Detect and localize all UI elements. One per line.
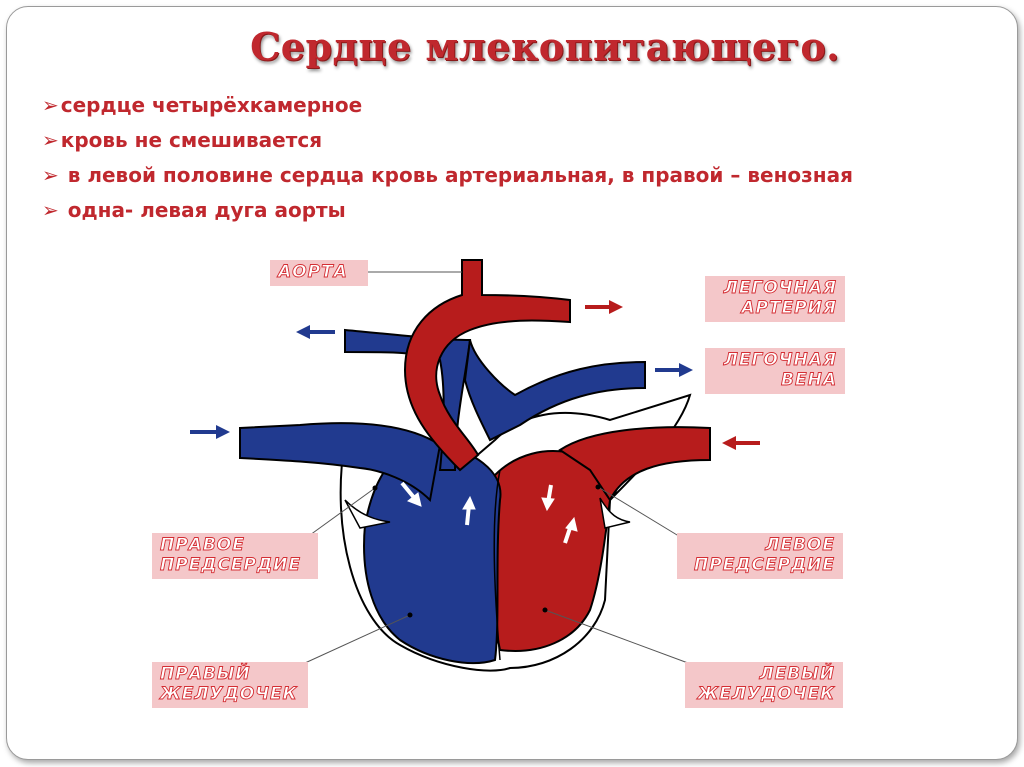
label-text: ПРАВОЕ [160,535,245,556]
label-text: ПРАВЫЙ [160,664,251,685]
flow-arrow-icon [541,484,555,512]
arrow-left-icon [722,436,760,450]
aorta-arch [403,259,571,472]
flow-arrow-icon [563,516,578,544]
label-text: ЛЕГОЧНАЯ [723,278,837,299]
bullet-item: ➢кровь не смешивается [42,123,853,158]
arrow-bullet-icon: ➢ [42,163,59,187]
bullet-text: кровь не смешивается [60,128,323,152]
label-left-ventricle: ЛЕВЫЙ ЖЕЛУДОЧЕК [685,662,843,708]
label-text: ЖЕЛУДОЧЕК [697,684,835,705]
bullet-list: ➢сердце четырёхкамерное ➢кровь не смешив… [42,88,853,228]
bullet-item: ➢ одна- левая дуга аорты [42,193,853,228]
flow-arrow-icon [400,481,422,507]
label-text: АОРТА [278,262,348,283]
label-right-atrium: ПРАВОЕ ПРЕДСЕРДИЕ [152,533,318,579]
septum-line [493,469,501,661]
bullet-text: сердце четырёхкамерное [60,93,363,117]
arrow-right-icon [585,300,623,314]
leader-lines [304,271,689,664]
bullet-text: одна- левая дуга аорты [60,198,346,222]
label-text: ЛЕВЫЙ [759,664,835,685]
arrow-right-icon [190,425,230,439]
pulmonary-vein-right [558,426,711,502]
label-pulmonary-vein: ЛЕГОЧНАЯ ВЕНА [705,348,845,394]
arrow-bullet-icon: ➢ [42,93,59,117]
label-right-ventricle: ПРАВЫЙ ЖЕЛУДОЧЕК [152,662,308,708]
pulmonary-artery-right-branch [463,339,646,442]
label-text: ЛЕГОЧНАЯ [723,350,837,371]
leader-dots [372,484,601,618]
heart-diagram [190,259,760,672]
label-aorta: АОРТА [270,260,368,286]
label-text: ЛЕВОЕ [765,535,835,556]
vena-cava-left [239,422,442,503]
bullet-item: ➢ в левой половине сердца кровь артериал… [42,158,853,193]
label-text: АРТЕРИЯ [741,298,837,319]
arrow-left-icon [296,325,335,339]
label-left-atrium: ЛЕВОЕ ПРЕДСЕРДИЕ [677,533,843,579]
bullet-item: ➢сердце четырёхкамерное [42,88,853,123]
arrow-right-icon [655,363,693,377]
label-pulmonary-artery: ЛЕГОЧНАЯ АРТЕРИЯ [705,276,845,322]
left-atrium-flap [599,497,631,529]
label-text: ЖЕЛУДОЧЕК [160,684,298,705]
label-text: ПРЕДСЕРДИЕ [694,555,835,576]
label-text: ПРЕДСЕРДИЕ [160,555,301,576]
flow-arrow-icon [462,495,476,526]
bullet-text: в левой половине сердца кровь артериальн… [60,163,853,187]
arrow-bullet-icon: ➢ [42,198,59,222]
arrow-bullet-icon: ➢ [42,128,59,152]
label-text: ВЕНА [781,370,837,391]
page-title: Сердце млекопитающего. [250,24,840,69]
